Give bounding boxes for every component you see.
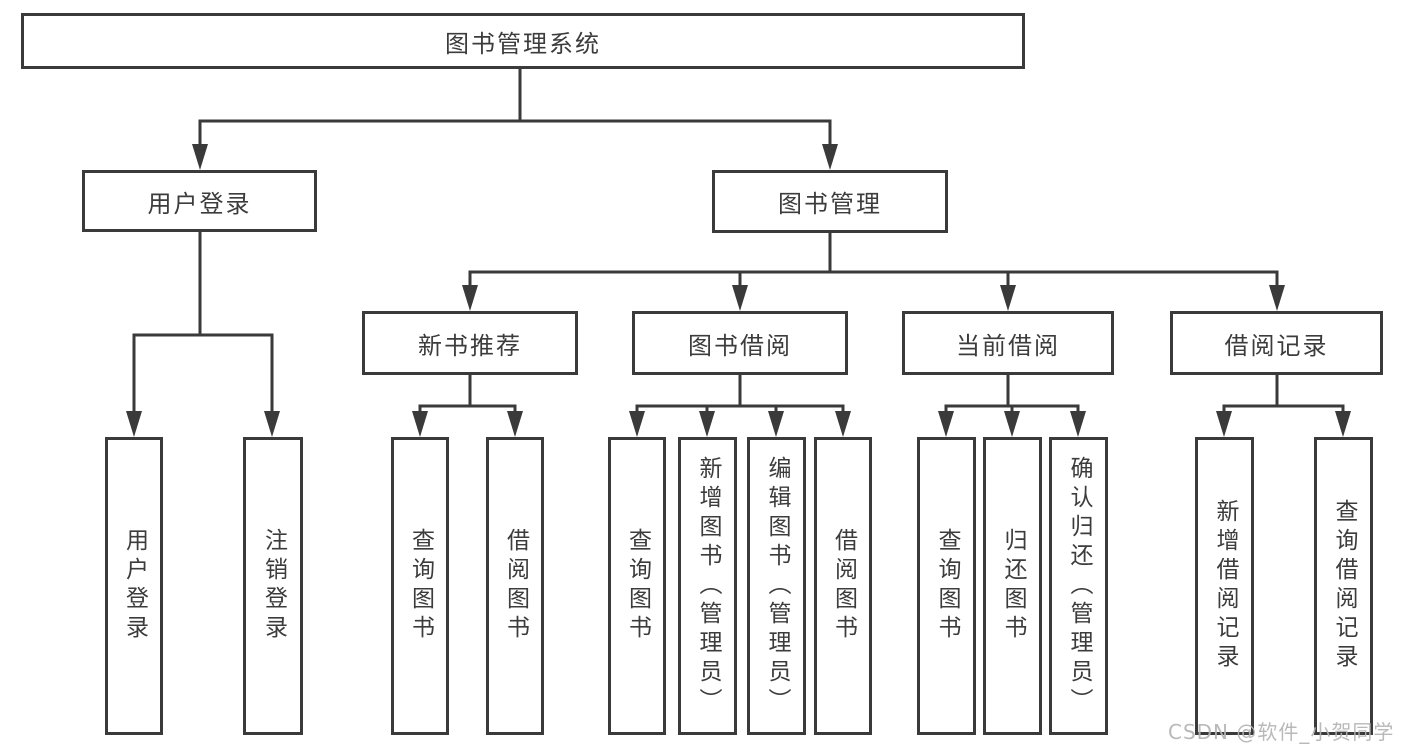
node-new-book-rec-label: 新书推荐	[418, 331, 522, 360]
node-book-mgmt-label: 图书管理	[778, 190, 882, 218]
leaf-borrow-book-2-label: 借阅图书	[830, 528, 857, 644]
arrowhead	[1269, 285, 1285, 311]
leaf-add-record: 新增借阅记录	[1195, 437, 1254, 735]
leaf-borrow-book-2: 借阅图书	[814, 437, 872, 735]
arrowhead	[462, 285, 478, 311]
connector-root-group	[198, 69, 832, 148]
connector-records-group	[1222, 375, 1345, 415]
arrowhead	[732, 285, 748, 311]
arrowhead	[938, 411, 954, 437]
connector-current-borrow-group	[944, 375, 1080, 415]
node-root: 图书管理系统	[21, 13, 1025, 69]
leaf-query-book-3-label: 查询图书	[934, 528, 960, 644]
arrowhead	[822, 144, 838, 170]
leaf-query-book-2-label: 查询图书	[624, 528, 651, 644]
leaf-borrow-book-1: 借阅图书	[486, 437, 544, 735]
leaf-user-login: 用户登录	[105, 437, 163, 735]
leaf-query-book-2: 查询图书	[608, 437, 666, 735]
leaf-user-login-label: 用户登录	[121, 528, 148, 644]
node-user-login-label: 用户登录	[147, 189, 252, 218]
node-root-label: 图书管理系统	[445, 29, 601, 58]
leaf-query-record-label: 查询借阅记录	[1331, 499, 1357, 673]
arrowhead	[412, 411, 428, 437]
arrowhead	[835, 411, 851, 437]
arrowhead	[768, 411, 784, 437]
leaf-edit-book-label: 编辑图书（管理员）	[764, 455, 790, 717]
arrowhead	[192, 144, 208, 170]
arrowhead	[507, 411, 523, 437]
connector-book-mgmt-group	[468, 233, 1279, 290]
connector-new-book-group	[418, 375, 517, 415]
arrowhead	[699, 411, 715, 437]
arrowhead	[264, 411, 280, 437]
node-book-borrow-label: 图书借阅	[688, 331, 792, 360]
leaf-add-book: 新增图书（管理员）	[678, 437, 737, 735]
leaf-confirm-return-label: 确认归还（管理员）	[1066, 455, 1092, 717]
arrowhead	[1335, 411, 1351, 437]
node-borrow-records: 借阅记录	[1170, 311, 1383, 375]
connector-book-borrow-group	[635, 375, 845, 415]
connector-user-login-group	[132, 232, 274, 415]
node-borrow-records-label: 借阅记录	[1224, 331, 1329, 360]
node-current-borrow: 当前借阅	[902, 311, 1114, 375]
arrowhead	[1004, 411, 1020, 437]
node-user-login: 用户登录	[82, 170, 317, 232]
leaf-query-book-1-label: 查询图书	[407, 528, 434, 644]
leaf-add-book-label: 新增图书（管理员）	[695, 455, 721, 717]
leaf-query-book-3: 查询图书	[917, 437, 976, 735]
csdn-watermark: CSDN @软件_小贺同学	[1168, 720, 1395, 744]
leaf-logout: 注销登录	[243, 437, 303, 735]
leaf-edit-book: 编辑图书（管理员）	[747, 437, 806, 735]
leaf-return-book-label: 归还图书	[1000, 528, 1026, 644]
node-book-borrow: 图书借阅	[632, 311, 848, 375]
arrowheads	[126, 144, 1351, 437]
node-current-borrow-label: 当前借阅	[956, 331, 1060, 360]
node-book-mgmt: 图书管理	[712, 170, 948, 233]
leaf-logout-label: 注销登录	[260, 528, 287, 644]
leaf-add-record-label: 新增借阅记录	[1212, 499, 1238, 673]
arrowhead	[629, 411, 645, 437]
leaf-query-book-1: 查询图书	[391, 437, 449, 735]
arrowhead	[1000, 285, 1016, 311]
arrowhead	[1216, 411, 1232, 437]
leaf-borrow-book-1-label: 借阅图书	[502, 528, 529, 644]
node-new-book-rec: 新书推荐	[362, 311, 578, 375]
leaf-query-record: 查询借阅记录	[1314, 437, 1373, 735]
leaf-return-book: 归还图书	[983, 437, 1042, 735]
arrowhead	[1070, 411, 1086, 437]
arrowhead	[126, 411, 142, 437]
leaf-confirm-return: 确认归还（管理员）	[1049, 437, 1108, 735]
